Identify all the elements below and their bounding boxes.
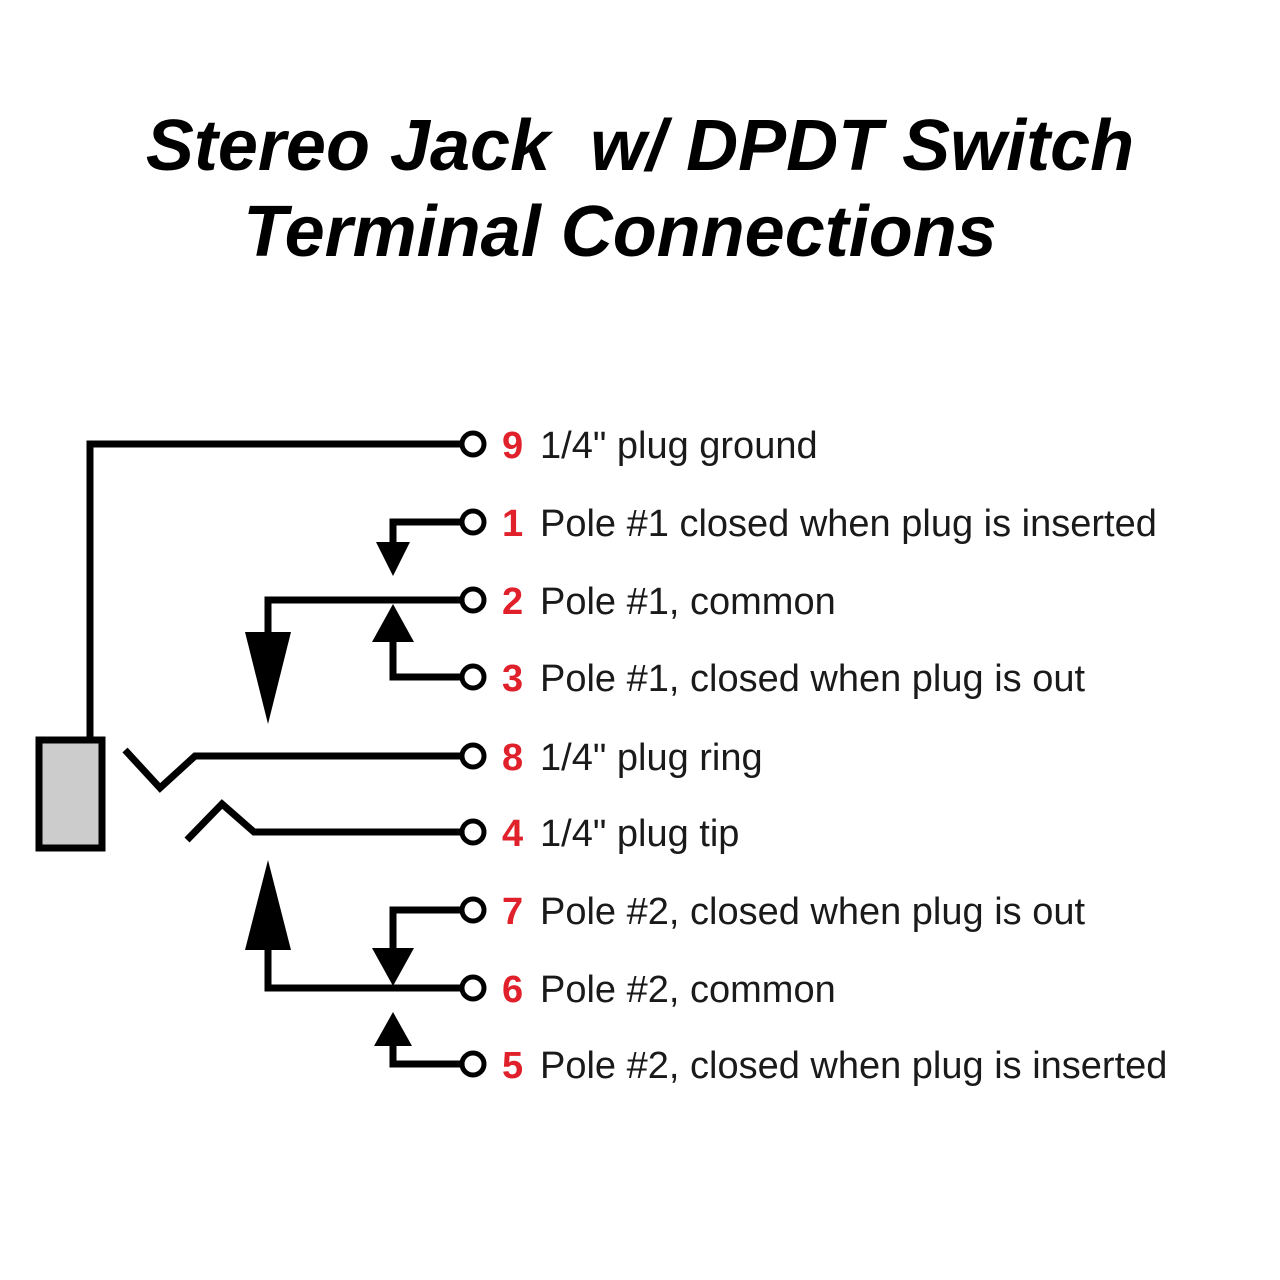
pole1-nc-arrowhead <box>376 542 410 576</box>
terminal-description: Pole #2, closed when plug is out <box>540 891 1085 933</box>
terminal-8-label: 8 1/4" plug ring <box>502 737 763 779</box>
terminal-7-label: 7 Pole #2, closed when plug is out <box>502 891 1085 933</box>
ground-wire <box>86 440 462 738</box>
terminal-4-label: 4 1/4" plug tip <box>502 813 739 855</box>
terminal-number: 7 <box>502 891 523 933</box>
terminal-6-connector <box>459 974 487 1002</box>
terminal-description: Pole #1 closed when plug is inserted <box>540 503 1157 545</box>
terminal-number: 4 <box>502 813 523 855</box>
terminal-9-label: 9 1/4" plug ground <box>502 425 818 467</box>
pole1-common-wire <box>264 596 462 655</box>
terminal-description: Pole #1, common <box>540 581 836 623</box>
pole1-no-arrowhead <box>372 604 414 642</box>
terminal-description: Pole #2, common <box>540 969 836 1011</box>
pole1-common-arrowhead <box>245 632 291 724</box>
pole2-common-wire <box>264 920 462 992</box>
terminal-3-label: 3 Pole #1, closed when plug is out <box>502 658 1085 700</box>
terminal-number: 5 <box>502 1045 523 1087</box>
terminal-8-connector <box>459 742 487 770</box>
terminal-2-connector <box>459 586 487 614</box>
tip-contact <box>184 799 462 843</box>
terminal-1-connector <box>459 508 487 536</box>
terminal-3-connector <box>459 663 487 691</box>
terminal-4-connector <box>459 818 487 846</box>
terminal-number: 9 <box>502 425 523 467</box>
pole2-no-wire <box>389 906 462 955</box>
terminal-number: 3 <box>502 658 523 700</box>
terminal-number: 2 <box>502 581 523 623</box>
terminal-number: 8 <box>502 737 523 779</box>
diagram-title-line-1: Stereo Jack w/ DPDT Switch <box>145 106 1135 186</box>
terminal-1-label: 1 Pole #1 closed when plug is inserted <box>502 503 1157 545</box>
terminal-number: 1 <box>502 503 523 545</box>
jack-body <box>35 736 106 852</box>
pole1-no-wire <box>389 635 462 681</box>
terminal-7-connector <box>459 896 487 924</box>
terminal-description: 1/4" plug ring <box>540 737 763 779</box>
pole2-nc-arrowhead <box>374 1012 412 1046</box>
terminal-9-connector <box>459 430 487 458</box>
terminal-2-label: 2 Pole #1, common <box>502 581 836 623</box>
terminal-description: Pole #1, closed when plug is out <box>540 658 1085 700</box>
terminal-6-label: 6 Pole #2, common <box>502 969 836 1011</box>
terminal-5-label: 5 Pole #2, closed when plug is inserted <box>502 1045 1167 1087</box>
terminal-number: 6 <box>502 969 523 1011</box>
terminal-description: 1/4" plug ground <box>540 425 818 467</box>
pole1-nc-wire <box>389 518 462 548</box>
pole2-nc-wire <box>389 1040 462 1068</box>
terminal-description: Pole #2, closed when plug is inserted <box>540 1045 1167 1087</box>
pole2-common-arrowhead <box>245 860 291 950</box>
pole2-no-arrowhead <box>372 948 414 986</box>
ring-contact <box>122 747 462 793</box>
diagram-title-line-2: Terminal Connections <box>243 192 997 272</box>
terminal-5-connector <box>459 1050 487 1078</box>
terminal-description: 1/4" plug tip <box>540 813 739 855</box>
